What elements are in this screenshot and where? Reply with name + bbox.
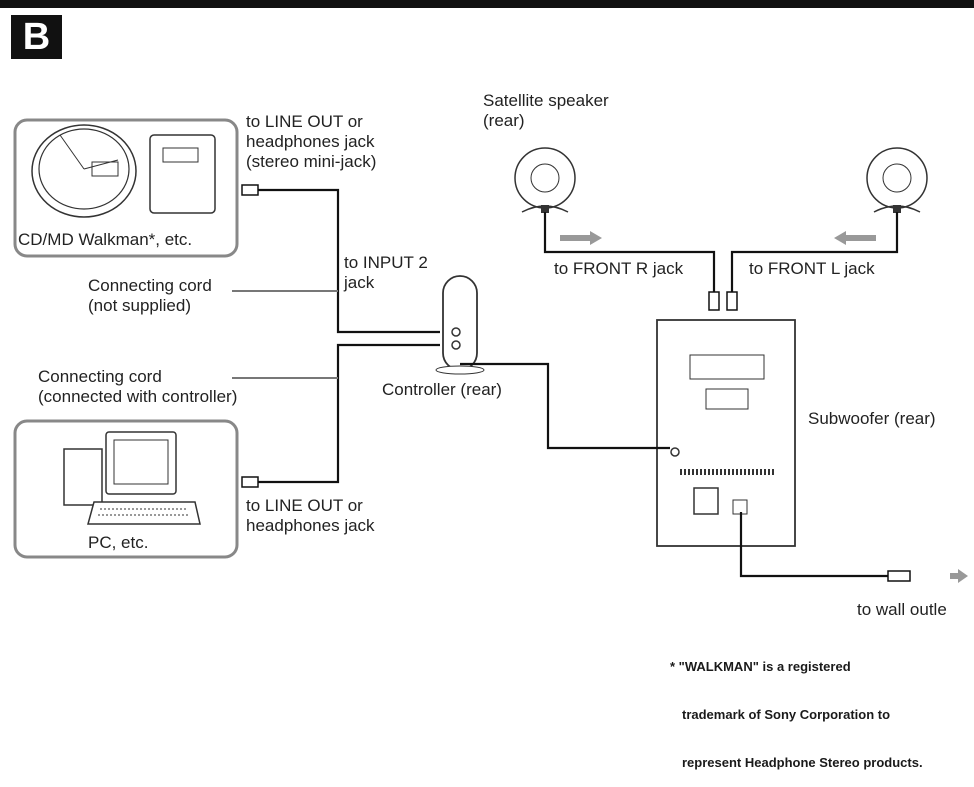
label-cord-connected: Connecting cord (connected with controll… [38, 367, 238, 406]
leader-lines [232, 290, 338, 379]
pc-device [13, 419, 239, 559]
label-subwoofer: Subwoofer (rear) [808, 409, 936, 428]
direction-arrows [560, 231, 968, 583]
connection-diagram [13, 118, 968, 583]
footnote-line-3: represent Headphone Stereo products. [682, 755, 923, 770]
label-front-r: to FRONT R jack [554, 259, 684, 278]
satellite-speaker-right [514, 147, 576, 213]
label-input2: to INPUT 2 jack [344, 253, 428, 292]
cables [250, 188, 899, 578]
walkman-trademark-footnote: * "WALKMAN" is a registered trademark of… [670, 627, 923, 787]
section-badge: B [11, 15, 62, 59]
label-pc: PC, etc. [88, 533, 149, 552]
label-wall-outlet: to wall outle [857, 600, 947, 619]
label-controller: Controller (rear) [382, 380, 502, 399]
label-walkman: CD/MD Walkman*, etc. [18, 230, 193, 249]
top-rule [0, 0, 974, 8]
label-satellite-speaker: Satellite speaker (rear) [483, 91, 609, 130]
label-cord-not-supplied: Connecting cord (not supplied) [88, 276, 212, 315]
satellite-speaker-left [866, 147, 928, 213]
label-front-l: to FRONT L jack [749, 259, 875, 278]
controller-device [435, 275, 485, 375]
footnote-line-1: * "WALKMAN" is a registered [670, 659, 851, 674]
footnote-line-2: trademark of Sony Corporation to [682, 707, 891, 722]
walkman-device [13, 118, 239, 258]
subwoofer-device [656, 319, 796, 547]
plugs [241, 184, 911, 582]
label-line-out-bottom: to LINE OUT or headphones jack [246, 496, 375, 535]
label-line-out-top: to LINE OUT or headphones jack (stereo m… [246, 112, 377, 171]
